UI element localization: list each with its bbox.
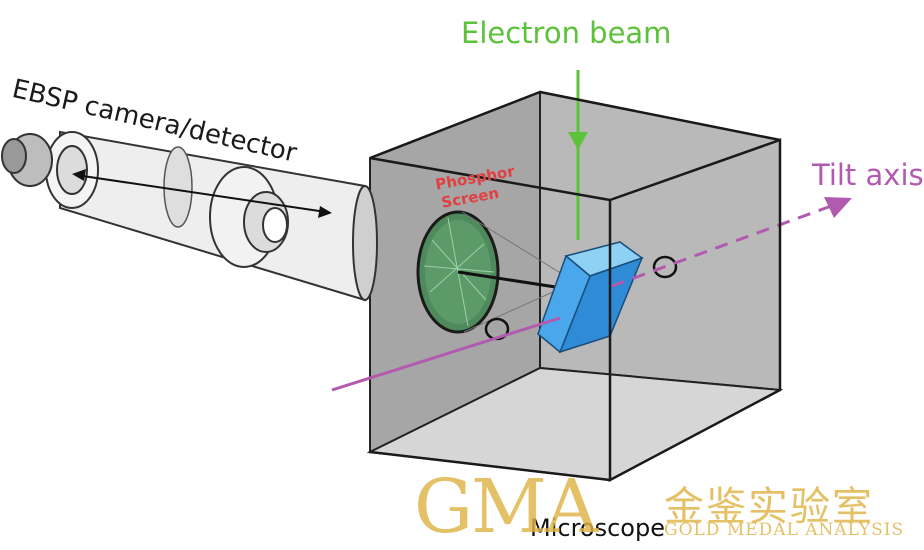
watermark-subtitle: GOLD MEDAL ANALYSIS [664, 520, 905, 540]
electron-beam-label: Electron beam [461, 16, 672, 50]
watermark-chinese: 金鉴实验室 [664, 484, 874, 530]
chamber-port-right [652, 255, 678, 279]
tilt-axis-arrow [331, 197, 852, 392]
tilt-axis-label: Tilt axis [812, 158, 924, 192]
ebsp-camera [1, 130, 378, 302]
chamber-front-frame [369, 90, 782, 483]
phosphor-screen [416, 210, 576, 334]
microscope-label: Microscope [530, 514, 665, 542]
watermark-logo: GMA [414, 464, 598, 550]
